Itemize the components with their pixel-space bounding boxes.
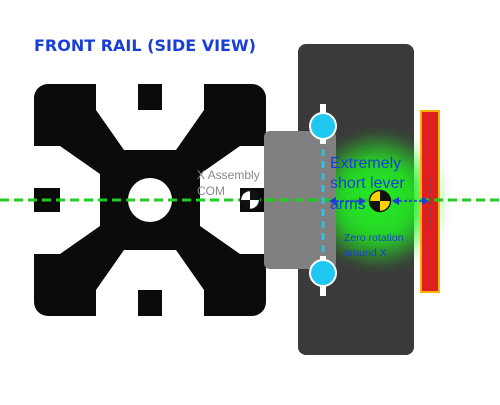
- page-title: FRONT RAIL (SIDE VIEW): [34, 36, 256, 55]
- com-label: X Assembly COM: [197, 168, 263, 198]
- zero-rotation-label: Zero rotation around X: [344, 232, 406, 259]
- wheel-com-icon: [368, 189, 392, 213]
- upper-bearing-icon: [309, 104, 337, 144]
- double-arrow-icon: [329, 197, 429, 205]
- lower-bearing-icon: [309, 256, 337, 296]
- center-of-mass-icon: [239, 189, 261, 211]
- lever-arms-label: Extremely short lever arms: [330, 155, 409, 213]
